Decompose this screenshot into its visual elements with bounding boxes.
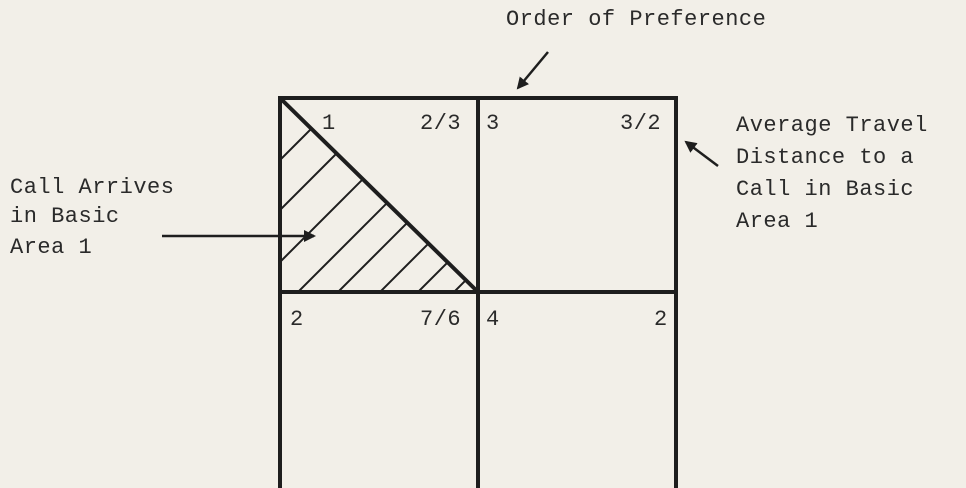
travel-distance-label-line1: Average Travel <box>736 113 928 138</box>
cell-2-order: 2 <box>290 307 304 332</box>
order-of-preference-label: Order of Preference <box>506 7 767 32</box>
cell-3-distance: 3/2 <box>620 111 662 136</box>
travel-distance-label-line3: Call in Basic <box>736 177 915 202</box>
travel-distance-label-line4: Area 1 <box>736 209 819 234</box>
cell-4-order: 4 <box>486 307 500 332</box>
call-arrives-label-line1: Call Arrives <box>10 175 175 200</box>
call-arrives-label-line2: in Basic <box>10 204 120 229</box>
travel-distance-label-line2: Distance to a <box>736 145 915 170</box>
basic-area-grid <box>278 96 678 488</box>
cell-2-distance: 7/6 <box>420 307 462 332</box>
cell-1-distance: 2/3 <box>420 111 462 136</box>
cell-1-order: 1 <box>322 111 336 136</box>
cell-3-order: 3 <box>486 111 500 136</box>
cell-4-distance: 2 <box>654 307 668 332</box>
order-of-preference-arrow <box>516 51 549 90</box>
call-arrives-label-line3: Area 1 <box>10 235 93 260</box>
triangle-diagonal <box>278 96 480 294</box>
travel-distance-arrow <box>684 140 719 167</box>
